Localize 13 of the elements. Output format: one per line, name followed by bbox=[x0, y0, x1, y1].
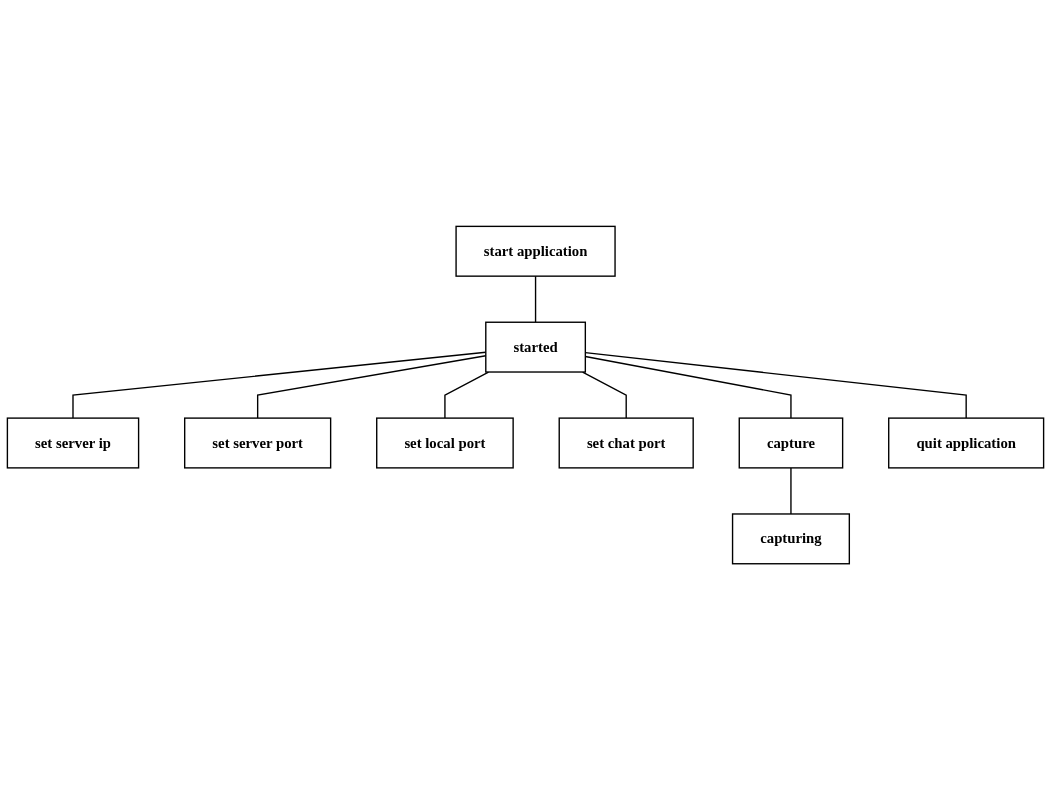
connector bbox=[581, 371, 627, 420]
node-box: set local port bbox=[376, 417, 514, 469]
node-box: quit application bbox=[888, 417, 1045, 469]
node-box: set chat port bbox=[558, 417, 694, 469]
node-box: capture bbox=[738, 417, 844, 469]
node-box: capturing bbox=[731, 513, 851, 565]
node-box: set server ip bbox=[6, 417, 140, 469]
connector bbox=[444, 371, 490, 420]
node-box: set server port bbox=[184, 417, 332, 469]
node-box: started bbox=[485, 322, 587, 374]
connector bbox=[534, 275, 537, 324]
node-box: start application bbox=[455, 226, 616, 278]
connector bbox=[790, 467, 792, 516]
